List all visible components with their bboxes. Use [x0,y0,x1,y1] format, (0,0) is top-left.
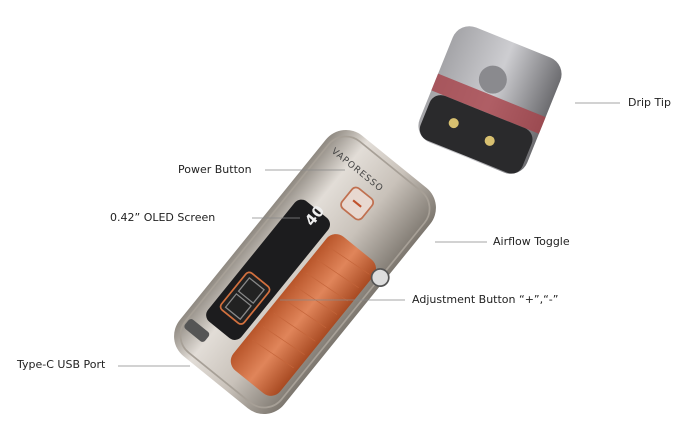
pod-cartridge [418,26,562,174]
airflow-toggle [370,268,390,288]
adjustment-buttons [219,271,271,325]
label-airflow-toggle: Airflow Toggle [493,235,570,248]
label-power-button: Power Button [178,163,252,176]
device-body [174,129,436,415]
label-usb-port: Type-C USB Port [17,358,106,371]
leather-panel [230,234,377,396]
leader-lines [118,102,620,367]
label-drip-tip: Drip Tip [628,96,671,109]
label-oled-screen: 0.42” OLED Screen [110,211,216,224]
usb-port [184,319,210,342]
label-adjustment-button: Adjustment Button “+”,“-” [412,293,559,306]
